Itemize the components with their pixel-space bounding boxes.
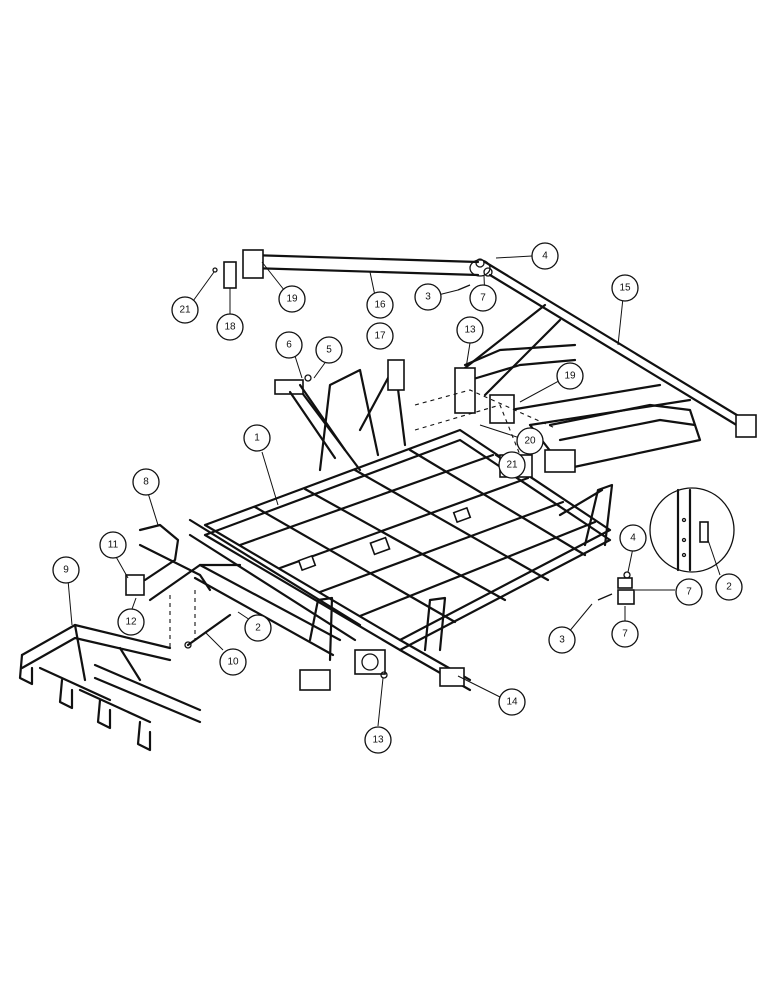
callout-1-label: 1 xyxy=(254,433,260,444)
detail-view xyxy=(649,487,735,573)
hub-assembly xyxy=(354,649,388,679)
callout-17-label: 17 xyxy=(374,331,386,342)
callout-20: 20 xyxy=(516,427,544,455)
callout-10-label: 10 xyxy=(227,657,239,668)
callout-7-label: 7 xyxy=(686,587,692,598)
callout-21-label: 21 xyxy=(179,305,191,316)
callout-3: 3 xyxy=(414,283,442,311)
callout-12: 12 xyxy=(117,608,145,636)
callout-14: 14 xyxy=(498,688,526,716)
callout-4-label: 4 xyxy=(630,533,636,544)
callout-7-label: 7 xyxy=(622,629,628,640)
callout-8-label: 8 xyxy=(143,477,149,488)
callout-2: 2 xyxy=(244,614,272,642)
callout-10: 10 xyxy=(219,648,247,676)
callout-15-label: 15 xyxy=(619,283,631,294)
wing-frame xyxy=(414,260,757,478)
callout-1: 1 xyxy=(243,424,271,452)
callout-13: 13 xyxy=(364,726,392,754)
leader-lines xyxy=(67,255,721,727)
callout-8: 8 xyxy=(132,468,160,496)
callout-12-label: 12 xyxy=(125,617,137,628)
callout-5: 5 xyxy=(315,336,343,364)
right-hardware xyxy=(597,571,635,605)
callout-11-label: 11 xyxy=(108,540,119,551)
callout-21: 21 xyxy=(498,451,526,479)
callout-15: 15 xyxy=(611,274,639,302)
callout-14-label: 14 xyxy=(506,697,518,708)
callout-4: 4 xyxy=(531,242,559,270)
callout-19: 19 xyxy=(556,362,584,390)
callout-9-label: 9 xyxy=(63,565,69,576)
callout-2-label: 2 xyxy=(726,582,732,593)
hitch-assembly xyxy=(125,523,342,657)
callout-7: 7 xyxy=(469,284,497,312)
callout-19: 19 xyxy=(278,285,306,313)
callout-6-label: 6 xyxy=(286,340,292,351)
callout-3-label: 3 xyxy=(425,292,431,303)
callout-6: 6 xyxy=(275,331,303,359)
main-frame xyxy=(188,359,614,692)
callout-5-label: 5 xyxy=(326,345,332,356)
support-arm xyxy=(274,374,347,460)
callout-18: 18 xyxy=(216,313,244,341)
callout-19-label: 19 xyxy=(286,294,298,305)
callout-7: 7 xyxy=(675,578,703,606)
callout-13: 13 xyxy=(456,316,484,344)
callout-16: 16 xyxy=(366,291,394,319)
callout-2: 2 xyxy=(715,573,743,601)
callout-21-label: 21 xyxy=(506,460,518,471)
callout-17: 17 xyxy=(366,322,394,350)
callout-13-label: 13 xyxy=(372,735,384,746)
callout-9: 9 xyxy=(52,556,80,584)
callout-2-label: 2 xyxy=(255,623,261,634)
callout-13-label: 13 xyxy=(464,325,476,336)
callout-7: 7 xyxy=(611,620,639,648)
callout-4: 4 xyxy=(619,524,647,552)
callout-20-label: 20 xyxy=(524,436,536,447)
top-bar xyxy=(212,249,491,289)
callout-18-label: 18 xyxy=(224,322,236,333)
callout-3-label: 3 xyxy=(559,635,565,646)
callout-11: 11 xyxy=(99,531,127,559)
callout-19-label: 19 xyxy=(564,371,576,382)
callout-21: 21 xyxy=(171,296,199,324)
shank-frame xyxy=(18,623,202,752)
callout-16-label: 16 xyxy=(374,300,386,311)
callout-7-label: 7 xyxy=(480,293,486,304)
callout-3: 3 xyxy=(548,626,576,654)
callout-4-label: 4 xyxy=(542,251,548,262)
top-hardware xyxy=(457,258,493,291)
